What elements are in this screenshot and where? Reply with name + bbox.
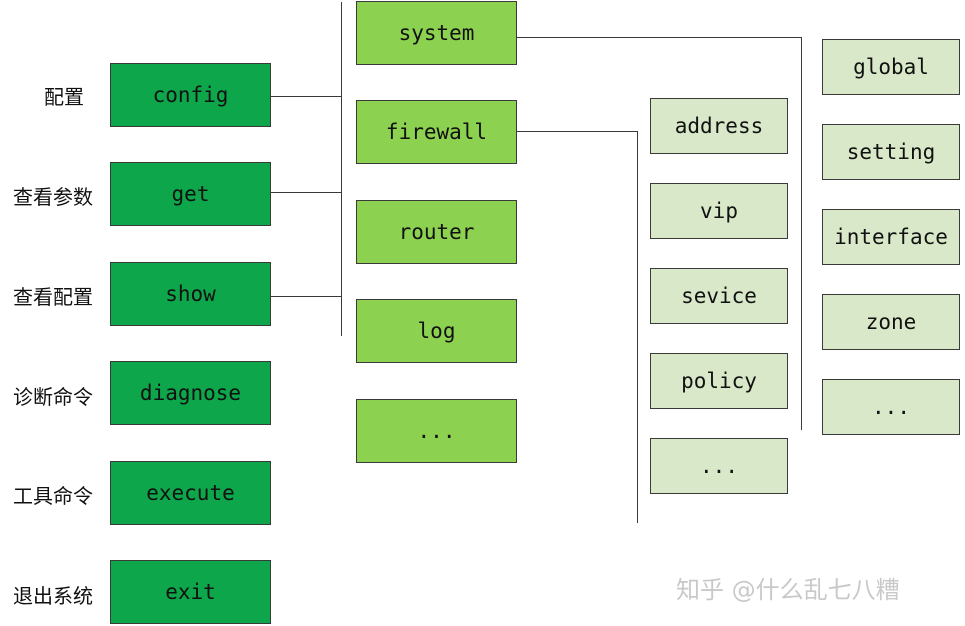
system-connector-h: [516, 37, 802, 38]
level2-trunk: [341, 2, 342, 336]
more-system-box: ...: [822, 379, 960, 435]
note-execute: 工具命令: [13, 484, 93, 508]
firewall-connector-h: [516, 131, 638, 132]
watermark: 知乎 @什么乱七八糟: [676, 576, 900, 604]
address-box: address: [650, 98, 788, 154]
log-box: log: [356, 299, 517, 363]
show-box: show: [110, 262, 271, 326]
note-get: 查看参数: [13, 185, 93, 209]
more-firewall-box: ...: [650, 438, 788, 494]
zone-box: zone: [822, 294, 960, 350]
note-diagnose: 诊断命令: [13, 385, 93, 409]
system-box: system: [356, 1, 517, 65]
sevice-box: sevice: [650, 268, 788, 324]
router-box: router: [356, 200, 517, 264]
show-connector: [271, 296, 342, 297]
policy-box: policy: [650, 353, 788, 409]
note-config: 配置: [44, 85, 84, 109]
config-box: config: [110, 63, 271, 127]
config-connector: [271, 96, 342, 97]
exit-box: exit: [110, 560, 271, 624]
get-connector: [271, 192, 342, 193]
firewall-connector-v: [637, 131, 638, 523]
diagnose-box: diagnose: [110, 361, 271, 425]
firewall-box: firewall: [356, 100, 517, 164]
system-connector-v: [801, 37, 802, 430]
note-show: 查看配置: [13, 285, 93, 309]
global-box: global: [822, 39, 960, 95]
setting-box: setting: [822, 124, 960, 180]
more-level2-box: ...: [356, 399, 517, 463]
get-box: get: [110, 162, 271, 226]
interface-box: interface: [822, 209, 960, 265]
note-exit: 退出系统: [13, 584, 93, 608]
execute-box: execute: [110, 461, 271, 525]
vip-box: vip: [650, 183, 788, 239]
